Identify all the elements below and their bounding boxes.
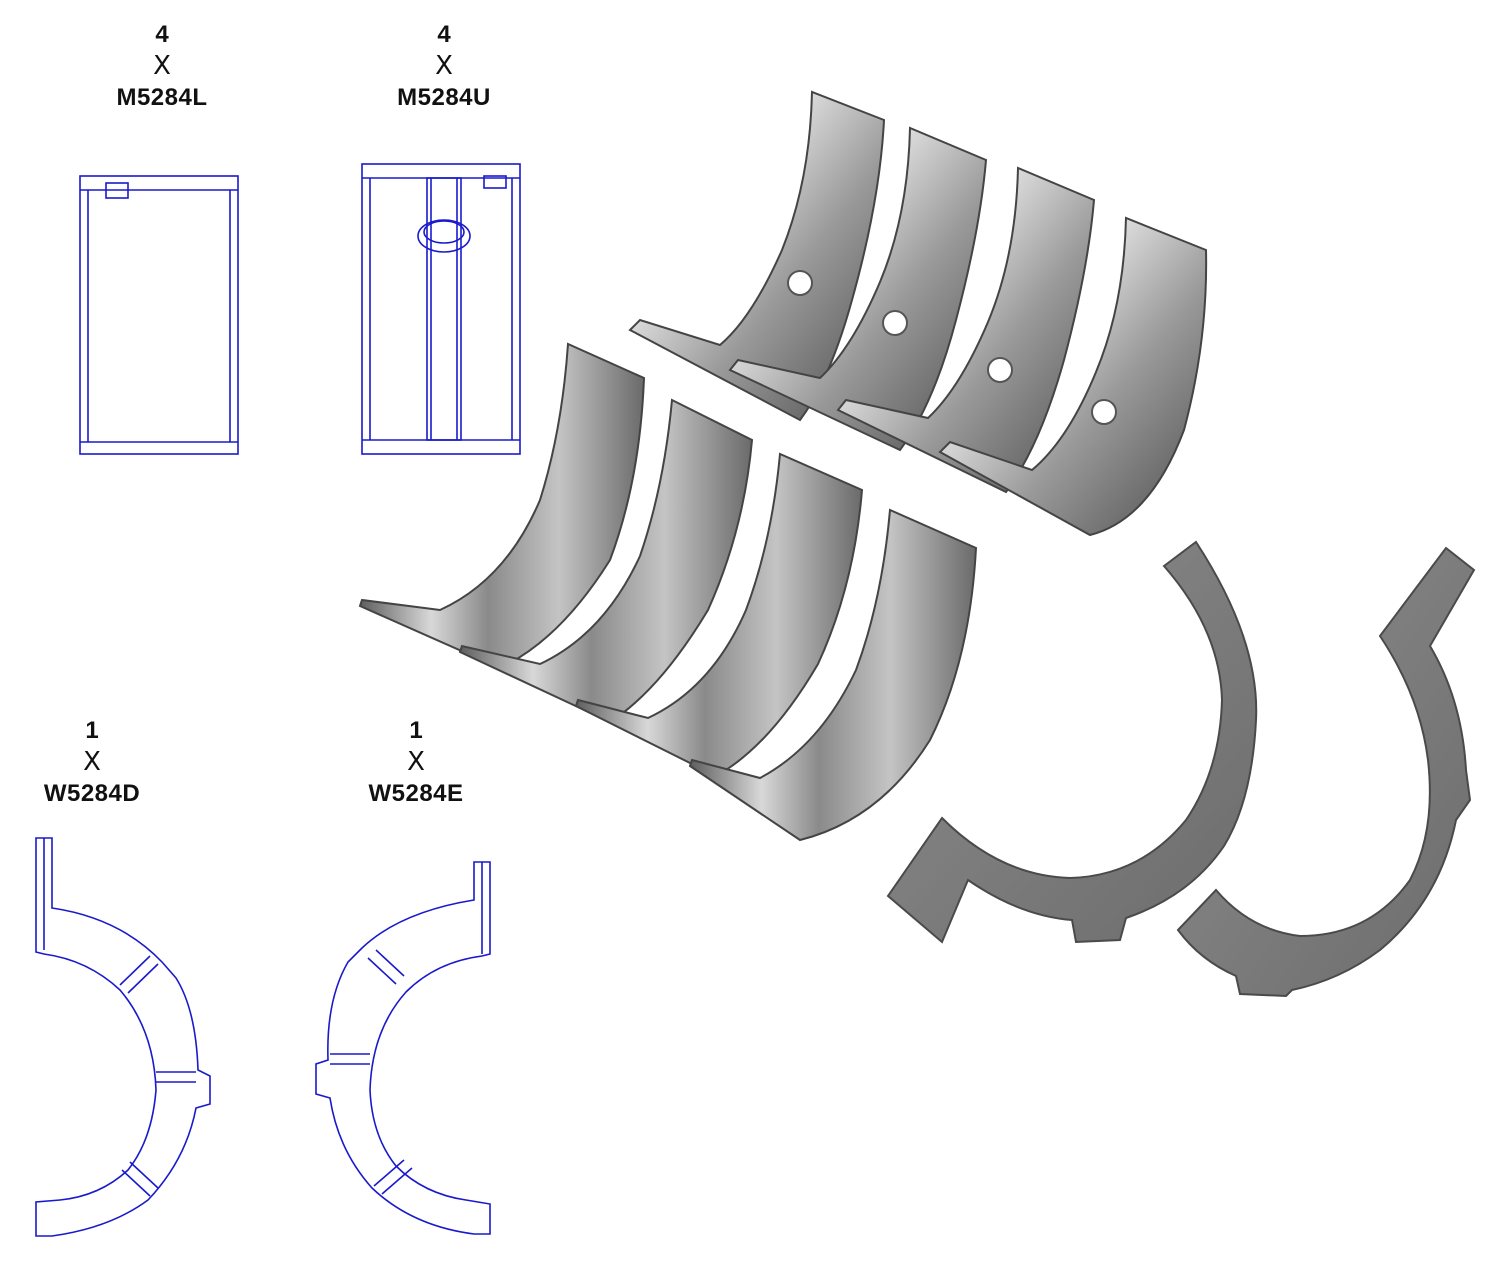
lower-shell-3 [574, 452, 864, 778]
part-number: W5284E [368, 780, 464, 807]
upper-bearing-shells [628, 90, 1208, 537]
times-sign: X [83, 747, 101, 777]
part-number: M5284L [116, 84, 208, 111]
part-number: M5284U [397, 84, 491, 111]
label-m5284l: 4 X M5284L [62, 20, 262, 114]
thrust-washer-right [1176, 546, 1476, 998]
quantity: 4 [155, 21, 169, 48]
thrust-washer-left [886, 540, 1258, 944]
label-m5284u: 4 X M5284U [344, 20, 544, 114]
drawing-m5284l [79, 175, 239, 455]
drawing-w5284e [315, 861, 491, 1235]
times-sign: X [407, 747, 425, 777]
upper-shell-1 [628, 90, 886, 422]
quantity: 4 [437, 21, 451, 48]
drawing-m5284u [361, 163, 521, 455]
lower-shell-4 [688, 508, 978, 842]
part-number: W5284D [43, 780, 141, 807]
lower-bearing-shells [358, 342, 978, 842]
quantity: 1 [409, 717, 423, 744]
quantity: 1 [85, 717, 99, 744]
lower-shell-2 [458, 398, 754, 724]
upper-shell-4 [938, 216, 1208, 537]
times-sign: X [153, 51, 171, 81]
lower-shell-1 [358, 342, 646, 670]
drawing-w5284d [35, 837, 211, 1237]
upper-shell-3 [836, 166, 1096, 494]
label-w5284d: 1 X W5284D [0, 716, 192, 810]
upper-shell-2 [728, 126, 988, 452]
label-w5284e: 1 X W5284E [316, 716, 516, 810]
times-sign: X [435, 51, 453, 81]
thrust-washers [886, 540, 1476, 998]
